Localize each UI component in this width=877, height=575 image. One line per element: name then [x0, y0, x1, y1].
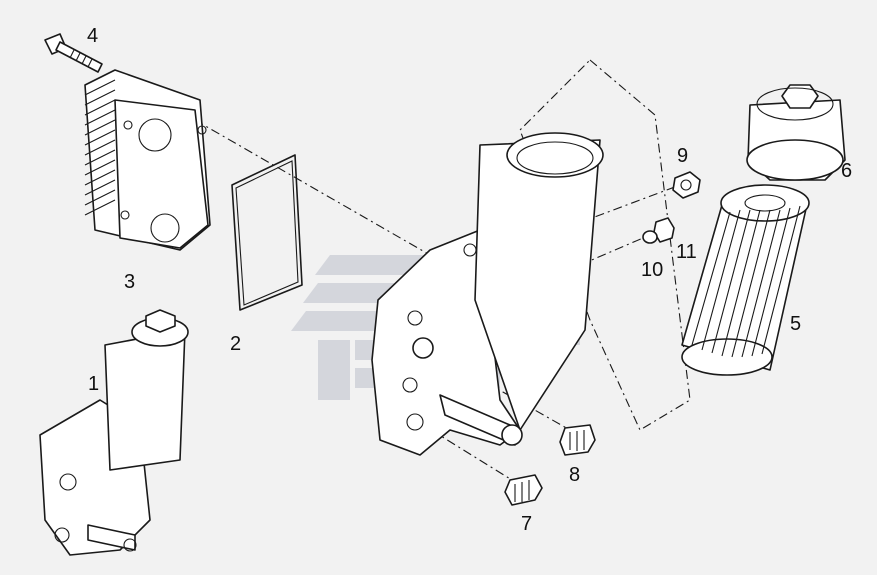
callout-7: 7 — [521, 513, 532, 535]
part-5-filter-element — [681, 184, 810, 376]
part-2-gasket — [231, 154, 303, 311]
callout-4: 4 — [87, 25, 98, 47]
callout-5: 5 — [790, 313, 801, 335]
callout-2: 2 — [230, 333, 241, 355]
part-4-bolt — [44, 33, 103, 73]
part-1-filter-housing — [39, 309, 189, 556]
part-10-seal-ring — [642, 230, 658, 244]
callout-6: 6 — [841, 160, 852, 182]
callout-1: 1 — [88, 373, 99, 395]
callout-9: 9 — [677, 145, 688, 167]
callout-8: 8 — [569, 464, 580, 486]
callout-11: 11 — [676, 241, 697, 263]
main-filter-housing — [371, 132, 604, 456]
part-7-plug — [504, 474, 543, 506]
callout-10: 10 — [641, 259, 663, 281]
part-8-plug — [559, 424, 596, 456]
part-9-plug — [672, 171, 701, 199]
part-3-oil-cooler — [84, 69, 211, 251]
part-6-filter-cap — [746, 84, 846, 181]
callout-3: 3 — [124, 271, 135, 293]
